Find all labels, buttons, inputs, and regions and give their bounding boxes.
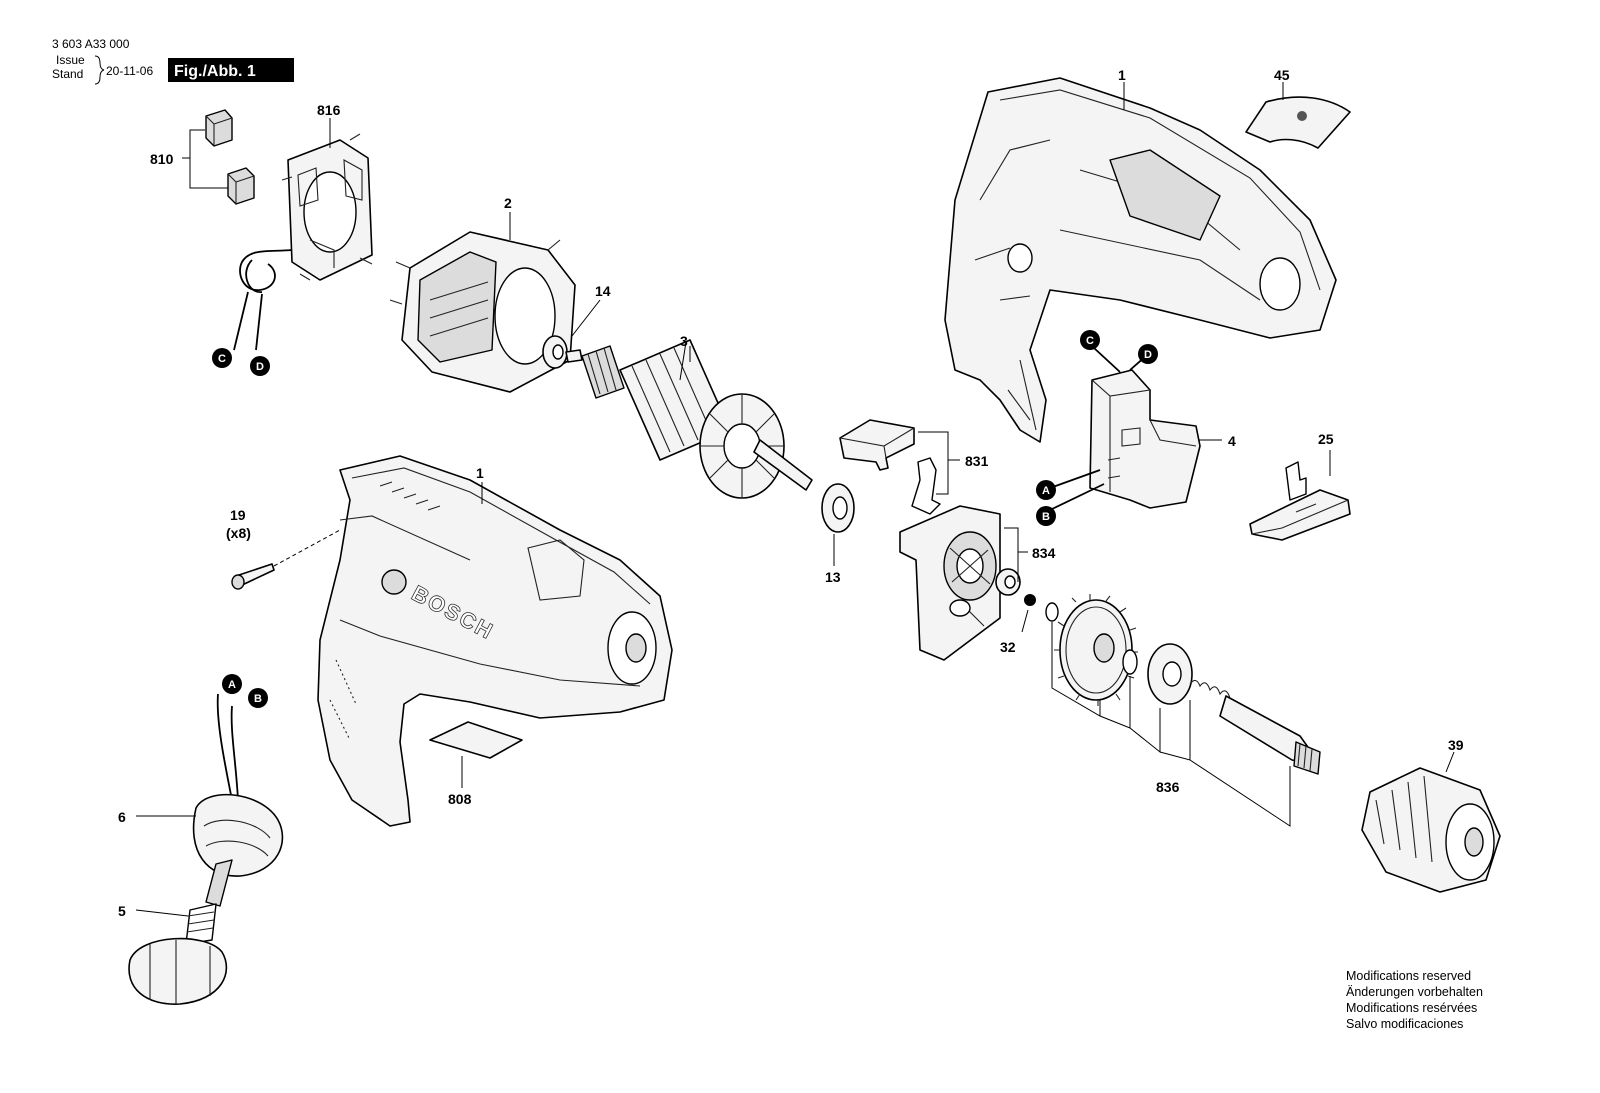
issue-date: 20-11-06	[106, 64, 153, 78]
stator-bore	[494, 267, 556, 365]
figure-badge	[168, 58, 294, 82]
lever-plate	[1249, 489, 1351, 541]
marker-c-left	[212, 348, 232, 368]
document-header: 3 603 A33 000 Issue Stand 20-11-06 Fig./…	[52, 37, 294, 85]
part-816-brush-holder: 816 C D	[212, 102, 373, 376]
commutator	[581, 345, 625, 399]
label-25: 25	[1318, 431, 1334, 447]
label-45: 45	[1274, 67, 1290, 83]
cable-run	[205, 859, 233, 907]
housing-top-rib-block	[1109, 149, 1221, 241]
part-25-lever: 25	[1249, 431, 1351, 541]
label-834: 834	[1032, 545, 1056, 561]
label-4: 4	[1228, 433, 1236, 449]
label-6: 6	[118, 809, 126, 825]
spring	[1189, 679, 1231, 699]
part-4-switch: C D A B 4	[1036, 330, 1236, 526]
label-831: 831	[965, 453, 989, 469]
spindle-thread	[1293, 741, 1321, 775]
switch-body	[1089, 369, 1201, 509]
cable-strain-relief	[185, 903, 217, 945]
label-19: 19	[230, 507, 246, 523]
brush-holder-opening	[303, 171, 357, 253]
modifications-notice: Modifications reserved Änderungen vorbeh…	[1346, 969, 1483, 1031]
marker-b-switch-text: B	[1042, 511, 1050, 523]
marker-d-switch-text: D	[1144, 349, 1152, 361]
part-19-screw: 19 (x8)	[226, 507, 341, 590]
label-5: 5	[118, 903, 126, 919]
label-3: 3	[680, 333, 688, 349]
housing-half-top-shell	[944, 77, 1337, 443]
label-32: 32	[1000, 639, 1016, 655]
part-6-cable: A B 6	[118, 674, 284, 907]
notice-line-3: Modifications resérvées	[1346, 1001, 1477, 1015]
ball-32	[1024, 594, 1036, 606]
part-5-plug: 5	[118, 903, 228, 1005]
part-39-chuck: 39	[1361, 737, 1501, 893]
part-810-carbon-brushes: 810	[150, 109, 255, 205]
issue-brace	[94, 55, 105, 85]
part-45-nameplate: 45	[1245, 67, 1351, 149]
label-14: 14	[595, 283, 611, 299]
label-2: 2	[504, 195, 512, 211]
marker-a-switch	[1036, 480, 1056, 500]
circlip-right	[1122, 649, 1138, 675]
label-816: 816	[317, 102, 341, 118]
armature-shaft	[753, 439, 813, 491]
marker-b-switch	[1036, 506, 1056, 526]
part-3-armature: 3	[565, 333, 813, 499]
brush-upper	[205, 109, 233, 147]
doc-number: 3 603 A33 000	[52, 37, 130, 51]
figure-badge-text: Fig./Abb. 1	[174, 63, 256, 80]
notice-line-4: Salvo modificaciones	[1346, 1017, 1463, 1031]
marker-d-switch	[1138, 344, 1158, 364]
label-39: 39	[1448, 737, 1464, 753]
marker-a-cable-text: A	[228, 679, 236, 691]
stator-winding	[417, 251, 497, 363]
part-836-gear-set: 836	[1045, 594, 1321, 827]
label-13: 13	[825, 569, 841, 585]
label-1-main: 1	[476, 465, 484, 481]
marker-d-left-text: D	[256, 361, 264, 373]
part-808-label: 808	[429, 721, 523, 807]
notice-line-2: Änderungen vorbehalten	[1346, 985, 1483, 999]
part-834-bearing-plate: 834	[899, 505, 1056, 661]
part-1-housing-half-top: 1	[944, 67, 1337, 443]
marker-c-switch	[1080, 330, 1100, 350]
label-808: 808	[448, 791, 472, 807]
brush-lower	[227, 167, 255, 205]
marker-d-left	[250, 356, 270, 376]
stand-label: Stand	[52, 67, 83, 81]
part-13-bearing: 13	[821, 483, 855, 585]
nameplate-45	[1245, 96, 1351, 149]
part-831-clip-set: 831	[839, 419, 989, 515]
marker-c-switch-text: C	[1086, 335, 1094, 347]
marker-b-cable	[248, 688, 268, 708]
plug-body	[128, 937, 228, 1005]
circlip-left	[1045, 602, 1059, 622]
brand-logo-circle	[381, 569, 407, 595]
marker-a-switch-text: A	[1042, 485, 1050, 497]
lever-tab	[1285, 461, 1307, 501]
label-19-qty: (x8)	[226, 525, 251, 541]
label-1-top: 1	[1118, 67, 1126, 83]
marker-b-cable-text: B	[254, 693, 262, 705]
part-1-main-housing: BOSCH 1	[317, 455, 673, 827]
label-836: 836	[1156, 779, 1180, 795]
marker-a-cable	[222, 674, 242, 694]
notice-line-1: Modifications reserved	[1346, 969, 1471, 983]
main-housing-shell	[317, 455, 673, 827]
label-sticker-808	[429, 721, 523, 759]
armature-shaft-end	[565, 349, 583, 363]
clip-lower	[911, 457, 941, 515]
issue-label: Issue	[56, 53, 85, 67]
marker-c-left-text: C	[218, 353, 226, 365]
part-32-ball: 32	[1000, 594, 1036, 655]
cable-grommet	[192, 793, 284, 877]
label-810: 810	[150, 151, 174, 167]
